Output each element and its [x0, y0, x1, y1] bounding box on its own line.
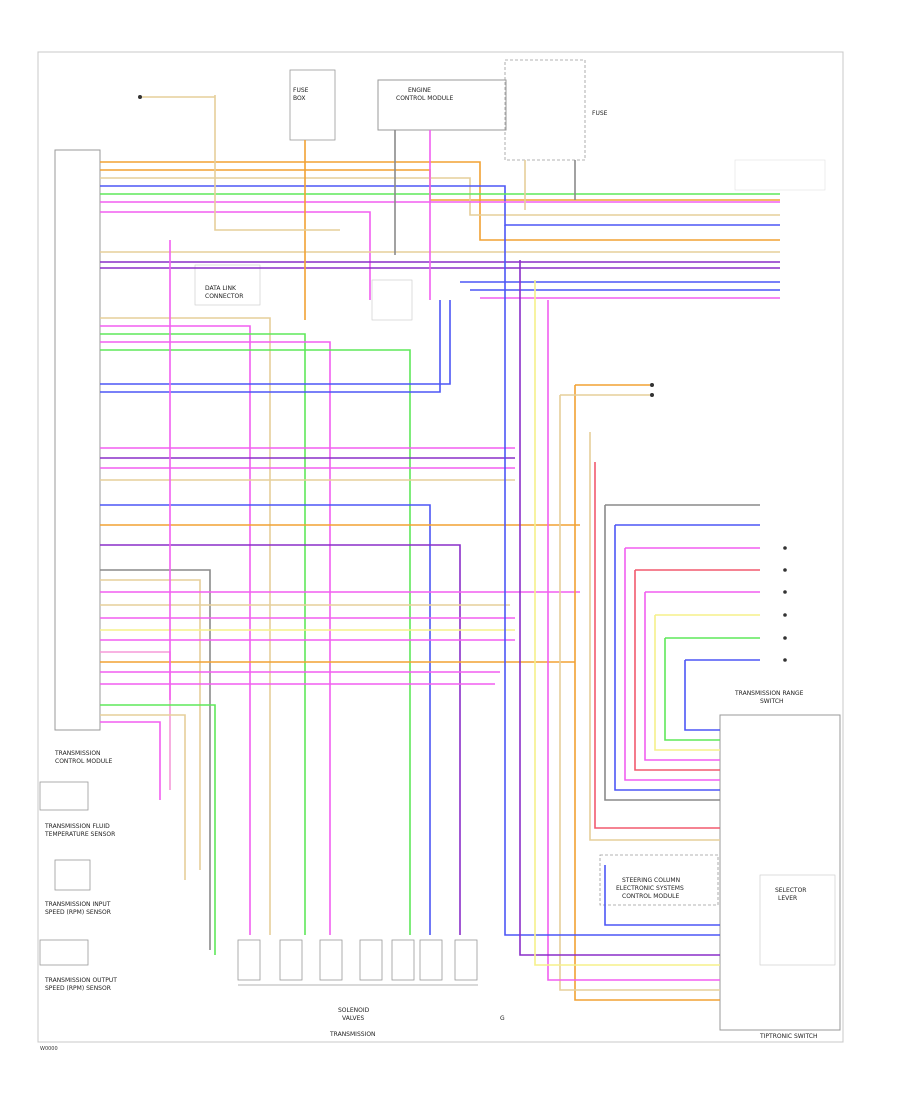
ground-dot-8	[783, 636, 787, 640]
output-speed-sensor-box	[39, 939, 89, 966]
ecm-box	[377, 79, 507, 131]
solenoid-7	[454, 939, 478, 981]
wire-orange-top	[100, 161, 780, 241]
wire-tan-7	[100, 714, 186, 880]
ground-dot-1	[138, 95, 142, 99]
wire-yellow-v2	[534, 280, 720, 966]
wire-tan-v	[559, 395, 720, 991]
wire-tan-v-top	[214, 95, 340, 231]
output-speed-label-2: SPEED (RPM) SENSOR	[45, 985, 111, 992]
wire-magenta-v3	[547, 300, 720, 981]
selector-label-2: LEVER	[778, 895, 797, 902]
ground-dot-2	[650, 383, 654, 387]
wire-green-2	[100, 333, 306, 935]
dlc-label-2: CONNECTOR	[205, 293, 243, 300]
wire-gray-v	[604, 505, 720, 801]
page-code: W0000	[40, 1046, 58, 1052]
fluid-temp-sensor-box	[39, 781, 89, 811]
wire-purple-4	[100, 544, 461, 935]
diagram-frame	[37, 51, 844, 1043]
wire-red-v	[634, 570, 720, 771]
wire-magenta-v1	[624, 548, 720, 781]
harness-wires	[100, 95, 780, 1001]
relay-box-left	[289, 69, 336, 141]
wire-tan-h	[589, 432, 720, 841]
wire-blue-park	[604, 865, 720, 926]
fuse-b-label: FUSE	[592, 110, 608, 117]
wire-green-3	[100, 349, 411, 935]
solenoid-2	[279, 939, 303, 981]
wire-blue-4	[100, 300, 451, 385]
wire-orange-v	[574, 385, 720, 1001]
wire-blue-v2	[684, 660, 720, 731]
fuse-a-label-1: FUSE	[293, 87, 309, 94]
wire-gray-1	[100, 569, 211, 950]
transmission-label: TRANSMISSION	[329, 1031, 376, 1038]
range-switch-box	[719, 714, 841, 1031]
ground-label: G	[500, 1015, 505, 1022]
input-speed-label-2: SPEED (RPM) SENSOR	[45, 909, 111, 916]
solenoid-3	[319, 939, 343, 981]
wire-green-4	[100, 704, 216, 955]
wire-blue-6	[100, 504, 431, 935]
ground-dot-4	[783, 546, 787, 550]
wire-magenta-5	[100, 341, 331, 935]
fluid-temp-label-2: TEMPERATURE SENSOR	[44, 831, 115, 838]
right-connector-top	[734, 159, 826, 191]
solenoid-label-1: SOLENOID	[338, 1007, 370, 1014]
wire-blue-v3	[504, 225, 720, 936]
ground-dot-3	[650, 393, 654, 397]
selector-label-1: SELECTOR	[775, 887, 806, 894]
park-lock-label-3: CONTROL MODULE	[622, 893, 679, 900]
solenoid-4	[359, 939, 383, 981]
ground-dot-6	[783, 590, 787, 594]
wire-blue-1	[100, 185, 780, 226]
wire-blue-5	[100, 300, 441, 393]
solenoid-group	[237, 939, 478, 986]
tcm-module-box	[54, 149, 101, 731]
wire-tan-5	[100, 579, 201, 870]
selector-switch-box	[759, 874, 836, 966]
solenoid-1	[237, 939, 261, 981]
fuse-a-label-2: BOX	[293, 95, 305, 102]
ground-dot-9	[783, 658, 787, 662]
wire-magenta-2	[100, 211, 371, 300]
wire-yellow-v	[654, 615, 720, 751]
park-lock-box	[599, 854, 719, 906]
fuse-box-a	[504, 59, 586, 161]
wire-tan-3	[100, 317, 271, 935]
input-speed-label-1: TRANSMISSION INPUT	[44, 901, 111, 908]
wire-green-v	[664, 638, 720, 741]
ground-block	[371, 279, 413, 321]
wire-tan-1	[100, 177, 780, 216]
ground-dot-5	[783, 568, 787, 572]
park-lock-label-1: STEERING COLUMN	[622, 877, 680, 884]
output-speed-label-1: TRANSMISSION OUTPUT	[44, 977, 117, 984]
range-switch-label-1: TRANSMISSION RANGE	[734, 690, 804, 697]
park-lock-label-2: ELECTRONIC SYSTEMS	[616, 885, 684, 892]
ground-dot-7	[783, 613, 787, 617]
wire-purple-v	[519, 260, 720, 956]
input-speed-sensor-box	[54, 859, 91, 891]
ecm-label-2: CONTROL MODULE	[396, 95, 453, 102]
fluid-temp-label-1: TRANSMISSION FLUID	[44, 823, 110, 830]
ecm-label-1: ENGINE	[408, 87, 431, 94]
range-switch-label-2: SWITCH	[760, 698, 784, 705]
solenoid-6	[419, 939, 443, 981]
solenoid-5	[391, 939, 415, 981]
tiptronic-label: TIPTRONIC SWITCH	[759, 1033, 818, 1040]
wire-magenta-4	[100, 325, 251, 935]
wire-magenta-13	[100, 721, 161, 800]
solenoid-label-2: VALVES	[342, 1015, 364, 1022]
wire-blue-v	[614, 525, 720, 791]
wire-orange-2	[100, 169, 780, 201]
tcm-label-2: CONTROL MODULE	[55, 758, 112, 765]
dlc-label-1: DATA LINK	[205, 285, 237, 292]
ground-symbols	[138, 95, 787, 662]
wire-magenta-v2	[644, 592, 720, 761]
dlc-box	[194, 264, 261, 306]
wire-red-h	[594, 462, 720, 829]
tcm-label-1: TRANSMISSION	[54, 750, 101, 757]
